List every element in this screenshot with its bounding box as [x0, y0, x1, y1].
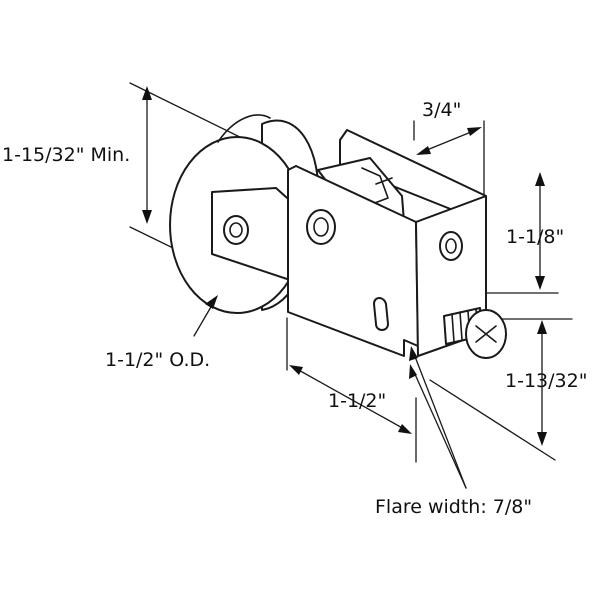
- extension-lines: [129, 82, 573, 463]
- outer-diameter-label: 1-1/2" O.D.: [105, 349, 210, 371]
- end-hole-icon: [439, 231, 463, 261]
- min-height-label: 1-15/32" Min.: [2, 144, 130, 166]
- width-top-label: 3/4": [422, 99, 461, 121]
- height-right-label: 1-1/8": [506, 226, 564, 248]
- length-bottom-label: 1-1/2": [328, 390, 386, 412]
- dimension-arrows: [142, 86, 547, 489]
- axle-hole-icon: [223, 215, 249, 245]
- adjust-slot-icon: [373, 297, 389, 331]
- height-bottom-right-label: 1-13/32": [505, 370, 587, 392]
- mounting-hole-icon: [306, 209, 336, 245]
- adjustment-screw: [443, 307, 507, 359]
- front-side-plate: [287, 165, 419, 357]
- phillips-cross-icon: [475, 325, 497, 343]
- flare-width-label: Flare width: 7/8": [375, 496, 532, 518]
